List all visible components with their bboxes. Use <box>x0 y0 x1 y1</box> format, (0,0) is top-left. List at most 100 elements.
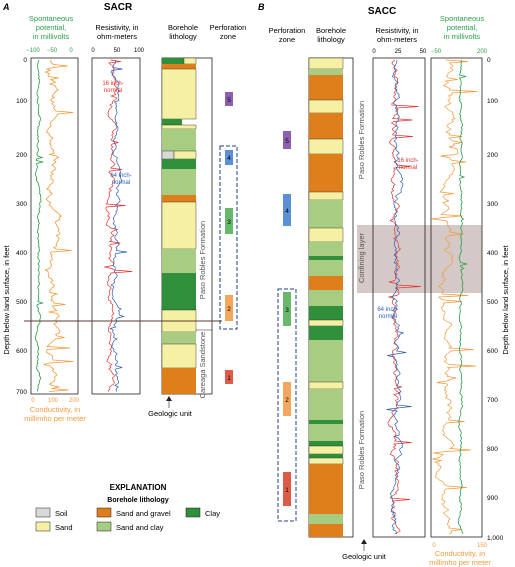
cond-tick: 100 <box>48 398 59 404</box>
litho-sand-clay <box>162 332 196 344</box>
res-tick: 50 <box>114 48 121 54</box>
perf-zone-1 <box>225 370 233 384</box>
perf-zone-label: 1 <box>285 487 289 494</box>
litho-sand-clay <box>309 200 343 228</box>
litho-sand <box>161 68 197 120</box>
curve-label-16: 16 inch- <box>397 158 418 164</box>
res-header-a: Resistivity, in ohm-meters <box>95 23 138 41</box>
panel-a-title: SACR <box>104 2 133 13</box>
confining-layer-band <box>357 225 482 293</box>
panel-a: A SACR Spontaneous potential, in millivo… <box>2 2 246 423</box>
litho-label-line: lithology <box>169 32 197 41</box>
litho-sand-clay <box>309 260 343 276</box>
perf-zone-label: 4 <box>227 155 231 162</box>
res-label-line: Resistivity, in <box>375 26 418 35</box>
litho-sand-clay <box>162 129 196 151</box>
perf-bracket-a <box>219 145 238 330</box>
depth-axis-label-b: Depth below land surface, in feet <box>501 244 510 354</box>
panel-b: B SACC Perforation zone Borehole litholo… <box>258 2 510 567</box>
sp-curve-a <box>34 59 45 392</box>
curve-label-64: normal <box>379 314 397 320</box>
perf-zone-label: 5 <box>227 97 231 104</box>
curve-label-16: 16 inch- <box>102 81 123 87</box>
cond-tick: 0 <box>31 398 35 404</box>
depth-tick: 500 <box>487 299 498 306</box>
litho-sand <box>308 99 344 114</box>
res-tick: 100 <box>134 48 145 54</box>
geologic-unit-b: Geologic unit <box>342 539 387 561</box>
perf-zone-label: 1 <box>227 375 231 382</box>
panel-b-title: SACC <box>368 6 396 17</box>
cond-label-line: Conductivity, in <box>435 549 485 558</box>
litho-sand-gravel <box>309 154 343 192</box>
litho-sand-gravel <box>309 524 343 537</box>
perf-zone-label: 2 <box>285 397 289 404</box>
litho-sand <box>308 319 344 327</box>
sp-label-line: Spontaneous <box>29 14 73 23</box>
explanation-subtitle: Borehole lithology <box>107 497 169 504</box>
litho-sand <box>308 57 344 70</box>
litho-sand-gravel <box>309 469 343 514</box>
sp-tick: −50 <box>431 49 442 55</box>
cond-tick: 200 <box>69 398 80 404</box>
litho-clay <box>309 441 343 446</box>
res-tick: 50 <box>420 49 427 55</box>
litho-clay <box>309 326 343 340</box>
sp-label-line: in millivolts <box>444 32 481 41</box>
res64-curve-a <box>109 59 128 392</box>
litho-sand-gravel <box>309 464 343 469</box>
perf-zone-label: 5 <box>285 138 289 145</box>
depth-tick: 700 <box>16 389 27 396</box>
litho-column-b <box>308 57 344 537</box>
litho-sand <box>173 150 197 160</box>
res-label-line: ohm-meters <box>97 32 137 41</box>
litho-sand-gravel <box>162 195 196 202</box>
perf-label-line: zone <box>220 32 236 41</box>
litho-sand-clay <box>309 69 343 75</box>
res-tick: 0 <box>372 49 376 55</box>
res-track-frame-b <box>372 57 426 538</box>
litho-sand <box>308 138 344 155</box>
litho-sand <box>308 191 344 201</box>
litho-sand <box>308 445 344 455</box>
perf-zone-1 <box>283 472 291 506</box>
depth-ticks-b: 0 100 200 300 400 500 600 700 800 900 1,… <box>487 57 504 542</box>
litho-sand <box>308 227 344 243</box>
cond-tick: 0 <box>432 543 436 549</box>
depth-tick: 800 <box>487 446 498 453</box>
formation-upper-b: Paso Robles Formation <box>357 101 366 179</box>
sp-label-line: Spontaneous <box>440 14 484 23</box>
perf-label-line: Perforation <box>210 23 247 32</box>
depth-tick: 200 <box>487 152 498 159</box>
litho-sand-clay <box>309 340 343 382</box>
depth-tick: 100 <box>16 98 27 105</box>
litho-clay <box>309 454 343 458</box>
litho-sand-clay <box>309 424 343 441</box>
litho-sand <box>161 343 197 369</box>
litho-sand <box>308 457 344 465</box>
depth-tick: 300 <box>16 201 27 208</box>
res-ticks-a: 0 50 100 <box>91 48 144 54</box>
depth-tick: 500 <box>16 299 27 306</box>
legend-label-sand: Sand <box>55 523 73 532</box>
sp-header-b: Spontaneous potential, in millivolts −50… <box>431 14 488 55</box>
perf-zone-2 <box>225 295 233 321</box>
geologic-unit-label-b: Geologic unit <box>342 552 387 561</box>
litho-label-line: lithology <box>317 35 345 44</box>
depth-ticks-a: 0 100 200 300 400 500 600 700 <box>16 57 27 396</box>
litho-sand <box>161 124 197 130</box>
legend-swatch-sand-gravel <box>96 507 112 518</box>
litho-soil <box>161 150 175 160</box>
formation-upper-a: Paso Robles Formation <box>198 221 207 299</box>
litho-clay <box>162 58 184 64</box>
litho-sand-clay <box>309 290 343 306</box>
depth-tick: 600 <box>16 348 27 355</box>
litho-label-line: Borehole <box>168 23 198 32</box>
perf-zone-label: 3 <box>227 219 231 226</box>
perf-zone-3 <box>225 208 233 234</box>
sp-tick: −50 <box>47 48 58 54</box>
litho-sand-clay <box>309 389 343 420</box>
perf-zone-4 <box>225 150 233 165</box>
sp-curve-b <box>457 59 468 535</box>
perf-zones-a: 5 4 3 2 1 <box>219 92 238 384</box>
